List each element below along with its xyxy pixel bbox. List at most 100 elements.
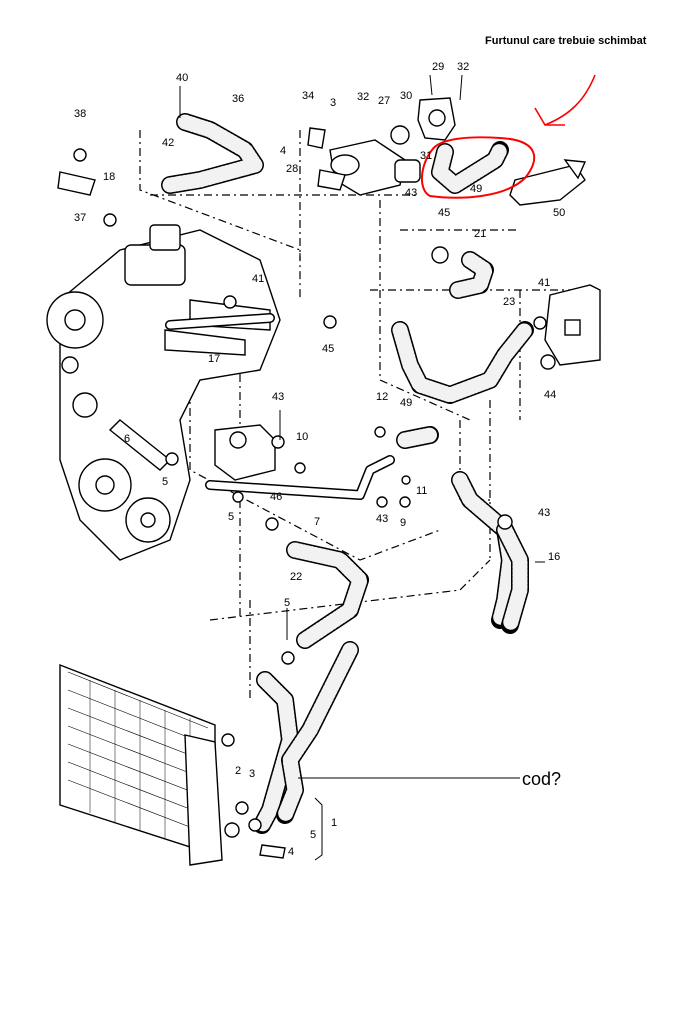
bracket-50: [509, 159, 587, 206]
clamp-46: [265, 517, 279, 531]
hose-16: [451, 471, 529, 634]
callout: 18: [103, 171, 115, 183]
callout: 21: [474, 228, 486, 240]
pipe-17: [165, 313, 275, 330]
callout: 41: [252, 273, 264, 285]
clamp-3: [248, 818, 262, 832]
clip-4: [259, 844, 286, 859]
pipe-7: [205, 455, 395, 500]
callout: 6: [124, 433, 130, 445]
highlight-annotation: [421, 74, 596, 199]
bolt-9: [399, 496, 411, 508]
o-ring-30: [390, 125, 410, 145]
bolt-12: [374, 426, 386, 438]
nut-18: [103, 213, 117, 227]
callout: 11: [416, 485, 427, 497]
gasket-28: [317, 169, 346, 191]
bolt-11: [401, 475, 411, 485]
bracket-37: [57, 171, 96, 196]
callout: 5: [310, 829, 316, 841]
ring-5: [232, 491, 244, 503]
callout: 1: [331, 817, 337, 829]
radiator: [59, 663, 240, 866]
hose-49-mid: [396, 426, 439, 449]
callout: 43: [538, 507, 550, 519]
callout: 7: [314, 516, 320, 528]
callout: 27: [378, 95, 390, 107]
callout: 38: [74, 108, 86, 120]
bolt-2: [235, 801, 249, 815]
code-question: cod?: [522, 769, 561, 789]
callout: 4: [288, 846, 294, 858]
clamp-45b: [323, 315, 337, 329]
callout: 3: [330, 97, 336, 109]
callout: 30: [400, 90, 412, 102]
callout: 22: [290, 571, 302, 583]
callout: 32: [457, 61, 469, 73]
seal-6: [165, 452, 179, 466]
clamp-43c: [376, 496, 388, 508]
callout: 5: [162, 476, 168, 488]
engine-block: [46, 224, 281, 561]
hose-36: [161, 113, 264, 194]
callout: 49: [470, 183, 482, 195]
callout-labels: 40 36 38 42 18 37 34 3 32 27 30 29 32 4 …: [74, 61, 565, 858]
header-note: Furtunul care trebuie schimbat: [485, 35, 647, 47]
clamp-43d: [497, 514, 513, 530]
red-highlight-circle: [421, 136, 536, 199]
callout: 43: [376, 513, 388, 525]
callout: 4: [280, 145, 286, 157]
bolt-38: [73, 148, 87, 162]
callout: 45: [322, 343, 334, 355]
hose-49-top: [431, 141, 509, 194]
callout: 49: [400, 397, 412, 409]
callout: 10: [296, 431, 308, 443]
callout: 31: [420, 150, 432, 162]
clamp-44: [540, 354, 556, 370]
hose-22: [286, 541, 369, 649]
expansion-flange-10: [214, 424, 276, 481]
callout: 43: [405, 187, 417, 199]
clamp-45a: [431, 246, 449, 264]
thermostat-housing: [307, 125, 421, 196]
callout: 17: [208, 353, 220, 365]
callout: 44: [544, 389, 556, 401]
callout: 2: [235, 765, 241, 777]
lower-hose-assembly: [253, 641, 359, 834]
callout: 16: [548, 551, 560, 563]
sensor-34: [307, 127, 326, 149]
callout: 42: [162, 137, 174, 149]
callout: 40: [176, 72, 188, 84]
callout: 5: [284, 597, 290, 609]
assembly-dashed-lines: [139, 130, 590, 700]
clamp-5: [281, 651, 295, 665]
callout: 34: [302, 90, 314, 102]
flange-29: [417, 97, 456, 141]
callout: 46: [270, 491, 282, 503]
callout: 36: [232, 93, 244, 105]
callout: 23: [503, 296, 515, 308]
radiator-side-tank: [184, 734, 223, 866]
bolt-mid: [294, 462, 306, 474]
callout: 32: [357, 91, 369, 103]
red-arrow-icon: [544, 74, 596, 126]
hose-21: [449, 251, 494, 299]
callout: 29: [432, 61, 444, 73]
callout: 3: [249, 768, 255, 780]
callout: 9: [400, 517, 406, 529]
callout: 41: [538, 277, 550, 289]
callout: 43: [272, 391, 284, 403]
leader-lines: [179, 74, 545, 861]
callout: 28: [286, 163, 298, 175]
callout: 50: [553, 207, 565, 219]
hose-23: [391, 321, 534, 404]
clamp-43b: [271, 435, 285, 449]
callout: 37: [74, 212, 86, 224]
clamp-41: [533, 316, 547, 330]
callout: 5: [228, 511, 234, 523]
callout: 45: [438, 207, 450, 219]
clamp-41-left: [223, 295, 237, 309]
radiator-tank-top-right: [544, 284, 601, 366]
callout: 12: [376, 391, 388, 403]
